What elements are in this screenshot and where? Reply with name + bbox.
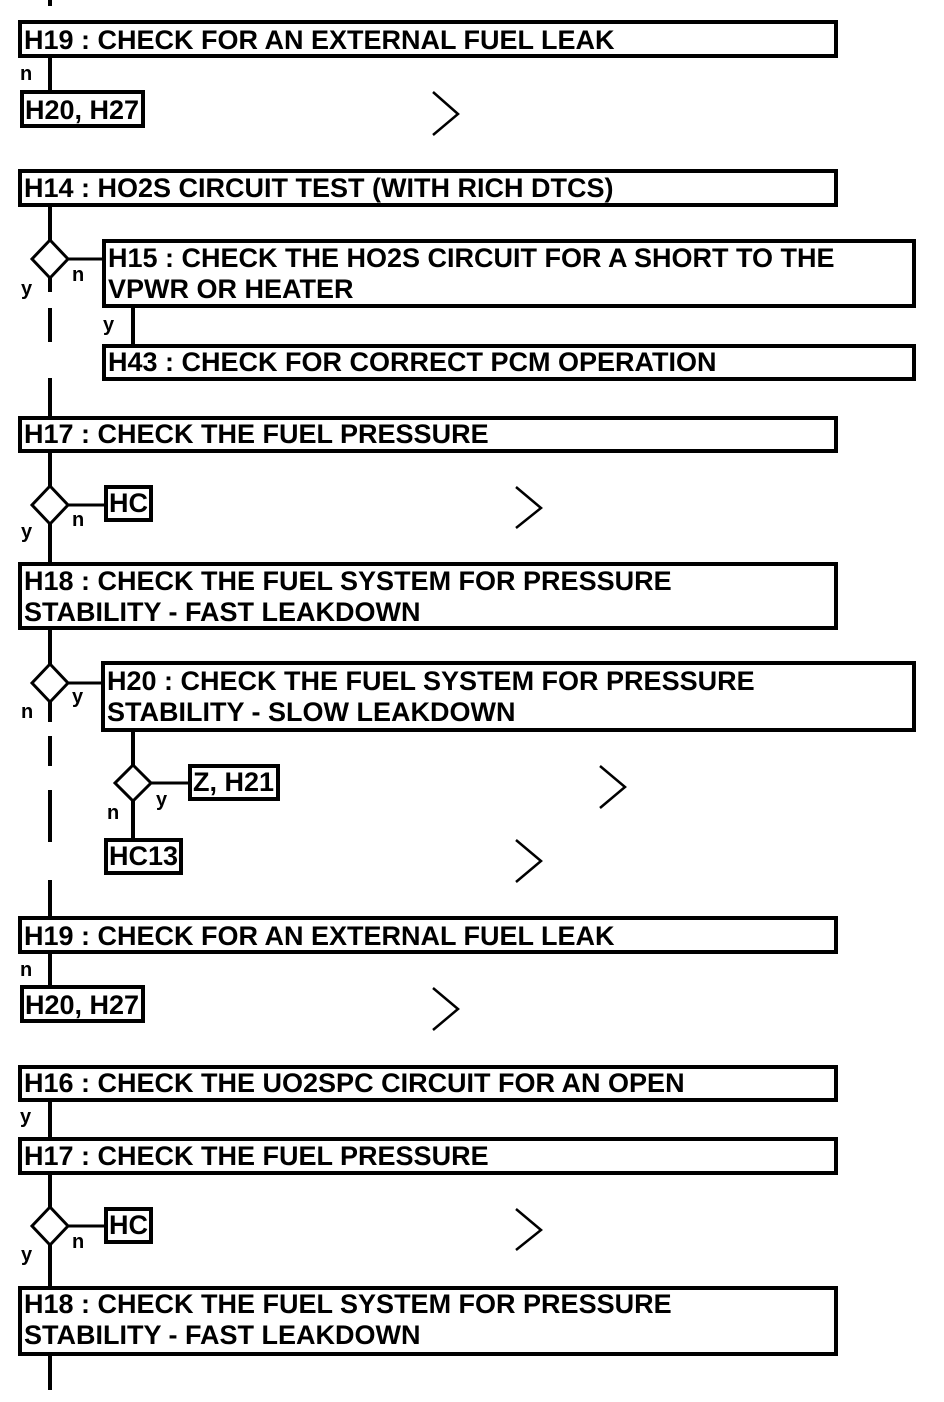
step-label: STABILITY - SLOW LEAKDOWN — [107, 697, 515, 727]
step-label: H17 : CHECK THE FUEL PRESSURE — [24, 1141, 489, 1171]
ref-box-z-h21 — [188, 764, 280, 801]
step-label: H14 : HO2S CIRCUIT TEST (WITH RICH DTCS) — [24, 173, 614, 203]
ref-label: H20, H27 — [25, 990, 139, 1020]
branch-label-y: y — [20, 1106, 32, 1128]
step-box-h19 — [18, 20, 838, 58]
chevron-right-icon — [515, 486, 543, 529]
ref-box-h20-h27 — [20, 985, 145, 1023]
ref-box-h20-h27 — [20, 90, 145, 128]
step-box-h15 — [102, 239, 916, 308]
step-label: H19 : CHECK FOR AN EXTERNAL FUEL LEAK — [24, 921, 615, 951]
chevron-right-icon — [432, 91, 460, 136]
ref-label: H20, H27 — [25, 95, 139, 125]
step-label: STABILITY - FAST LEAKDOWN — [24, 597, 420, 627]
step-box-h18 — [18, 1286, 838, 1356]
step-boxes — [18, 20, 916, 1356]
branch-label-n: n — [21, 701, 33, 723]
step-box-h18 — [18, 562, 838, 630]
branch-label-y: y — [21, 521, 33, 543]
ref-box-hc — [104, 485, 153, 522]
ref-label: HC — [109, 1210, 148, 1240]
ref-label: HC — [109, 488, 148, 518]
branch-labels: n y n y y n n y n y n y y n — [20, 63, 168, 1266]
decision-diamond — [29, 237, 71, 281]
branch-label-y: y — [21, 278, 33, 300]
step-box-h17 — [18, 416, 838, 453]
chevron-right-icon — [515, 839, 543, 883]
ref-label: Z, H21 — [193, 767, 274, 797]
step-box-h14 — [18, 169, 838, 207]
step-label: H43 : CHECK FOR CORRECT PCM OPERATION — [108, 347, 717, 377]
step-label: H20 : CHECK THE FUEL SYSTEM FOR PRESSURE — [107, 666, 755, 696]
step-label: H19 : CHECK FOR AN EXTERNAL FUEL LEAK — [24, 25, 615, 55]
step-label: STABILITY - FAST LEAKDOWN — [24, 1320, 420, 1350]
step-label: H18 : CHECK THE FUEL SYSTEM FOR PRESSURE — [24, 566, 672, 596]
branch-label-n: n — [72, 1231, 84, 1253]
step-box-h17 — [18, 1137, 838, 1175]
step-box-h43 — [102, 344, 916, 381]
branch-label-y: y — [156, 789, 168, 811]
branch-label-n: n — [107, 802, 119, 824]
step-box-h16 — [18, 1065, 838, 1102]
step-label: H18 : CHECK THE FUEL SYSTEM FOR PRESSURE — [24, 1289, 672, 1319]
decision-diamond — [29, 1204, 71, 1248]
step-label: H17 : CHECK THE FUEL PRESSURE — [24, 419, 489, 449]
decision-diamond — [29, 661, 71, 705]
decision-diamond — [29, 483, 71, 527]
step-texts: H19 : CHECK FOR AN EXTERNAL FUEL LEAK H2… — [24, 25, 835, 1350]
ref-box-hc13 — [104, 838, 183, 875]
chevron-right-icon — [432, 987, 460, 1031]
step-label: VPWR OR HEATER — [108, 274, 354, 304]
connectors — [48, 0, 190, 1390]
branch-label-y: y — [21, 1244, 33, 1266]
decision-diamonds — [29, 237, 154, 1248]
step-label: H15 : CHECK THE HO2S CIRCUIT FOR A SHORT… — [108, 243, 835, 273]
step-label: H16 : CHECK THE UO2SPC CIRCUIT FOR AN OP… — [24, 1068, 685, 1098]
chevron-right-icon — [599, 765, 627, 809]
branch-label-y: y — [72, 686, 84, 708]
branch-label-n: n — [72, 509, 84, 531]
decision-diamond — [112, 762, 154, 804]
branch-label-n: n — [20, 63, 32, 85]
ref-box-hc — [104, 1207, 153, 1244]
chevron-markers — [432, 91, 627, 1251]
branch-label-n: n — [72, 264, 84, 286]
branch-label-n: n — [20, 959, 32, 981]
step-box-h19 — [18, 916, 838, 954]
ref-label: HC13 — [109, 841, 178, 871]
branch-label-y: y — [103, 314, 115, 336]
chevron-right-icon — [515, 1208, 543, 1251]
step-box-h20 — [101, 661, 916, 732]
